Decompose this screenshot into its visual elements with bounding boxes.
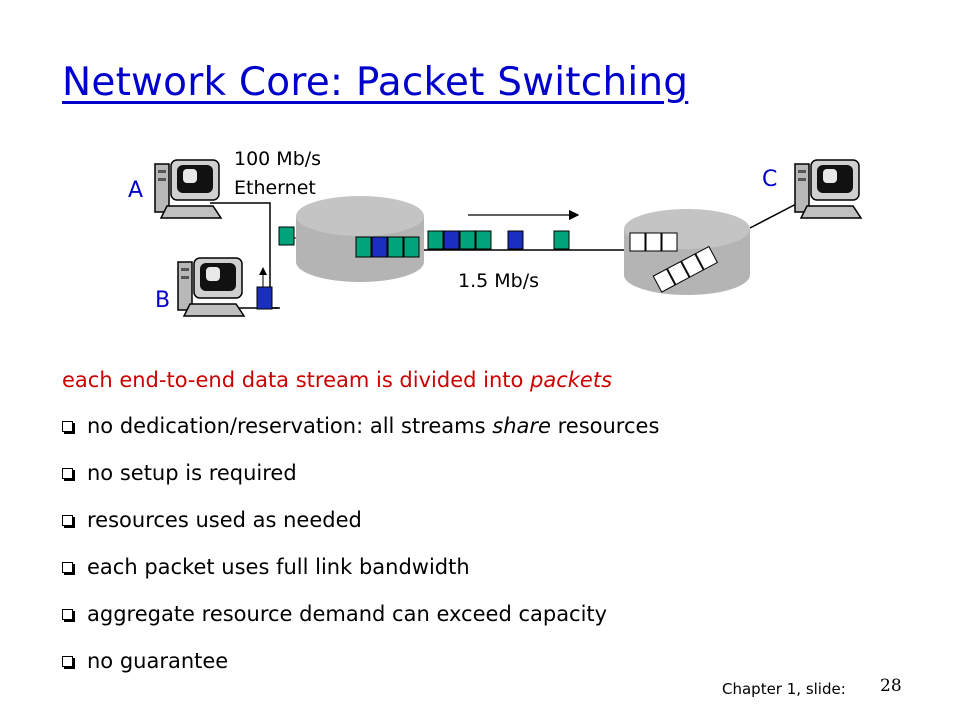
bullet-list: no dedication/reservation: all streams s… bbox=[62, 412, 659, 694]
bullet-item: resources used as needed bbox=[62, 506, 659, 553]
packet bbox=[507, 230, 524, 250]
bullet-item: no setup is required bbox=[62, 459, 659, 506]
packet bbox=[459, 230, 476, 250]
bullet-text-part: resources bbox=[550, 414, 660, 438]
bullet-item: each packet uses full link bandwidth bbox=[62, 553, 659, 600]
bullet-item: no dedication/reservation: all streams s… bbox=[62, 412, 659, 459]
link-c bbox=[749, 201, 801, 229]
page-number: 28 bbox=[880, 676, 902, 696]
packet bbox=[427, 230, 444, 250]
bullet-text: aggregate resource demand can exceed cap… bbox=[87, 602, 608, 626]
packets bbox=[256, 226, 719, 310]
bullet-text: no guarantee bbox=[87, 649, 229, 673]
queued-packet bbox=[645, 232, 662, 252]
link-a-type-label: Ethernet bbox=[234, 177, 316, 199]
intro-text: each end-to-end data stream is divided i… bbox=[62, 368, 612, 392]
queued-packet bbox=[680, 253, 704, 278]
slide-footer: Chapter 1, slide: bbox=[722, 680, 846, 698]
queued-packet bbox=[666, 260, 690, 286]
host-c-label: C bbox=[762, 167, 777, 192]
host-b-label: B bbox=[155, 288, 170, 313]
intro-prefix: each end-to-end data stream is divided i… bbox=[62, 368, 531, 392]
bullet-text: each packet uses full link bandwidth bbox=[87, 555, 470, 579]
slide-title: Network Core: Packet Switching bbox=[62, 60, 689, 105]
link-a-speed-label: 100 Mb/s bbox=[234, 148, 321, 170]
checkbox-bullet-icon bbox=[62, 515, 73, 526]
checkbox-bullet-icon bbox=[62, 609, 73, 620]
packet bbox=[443, 230, 460, 250]
queued-packet bbox=[629, 232, 646, 252]
bullet-emphasis: share bbox=[492, 414, 551, 438]
bullet-text: resources used as needed bbox=[87, 508, 362, 532]
host-b-computer-icon bbox=[177, 257, 246, 317]
packet bbox=[403, 236, 420, 258]
queued-packet bbox=[661, 232, 678, 252]
packet bbox=[355, 236, 372, 258]
queued-packet bbox=[694, 245, 719, 271]
packet bbox=[371, 236, 388, 258]
intro-emphasis: packets bbox=[530, 368, 613, 392]
bullet-item: aggregate resource demand can exceed cap… bbox=[62, 600, 659, 647]
checkbox-bullet-icon bbox=[62, 421, 73, 432]
packet bbox=[475, 230, 492, 250]
host-c-computer-icon bbox=[794, 159, 863, 219]
core-link-speed-label: 1.5 Mb/s bbox=[458, 270, 539, 292]
packet bbox=[278, 226, 295, 246]
host-a-computer-icon bbox=[154, 159, 223, 219]
checkbox-bullet-icon bbox=[62, 656, 73, 667]
checkbox-bullet-icon bbox=[62, 562, 73, 573]
checkbox-bullet-icon bbox=[62, 468, 73, 479]
host-a-label: A bbox=[128, 178, 143, 203]
queued-packet bbox=[652, 268, 676, 293]
router-right-icon bbox=[624, 209, 750, 295]
bullet-text-part: no dedication/reservation: all streams bbox=[87, 414, 493, 438]
packet-switching-diagram: 100 Mb/s Ethernet 1.5 Mb/s A B C bbox=[128, 148, 863, 317]
packet bbox=[256, 286, 273, 310]
packet bbox=[553, 230, 570, 250]
bullet-text: no setup is required bbox=[87, 461, 297, 485]
packet bbox=[387, 236, 404, 258]
bullet-item: no guarantee bbox=[62, 647, 659, 694]
